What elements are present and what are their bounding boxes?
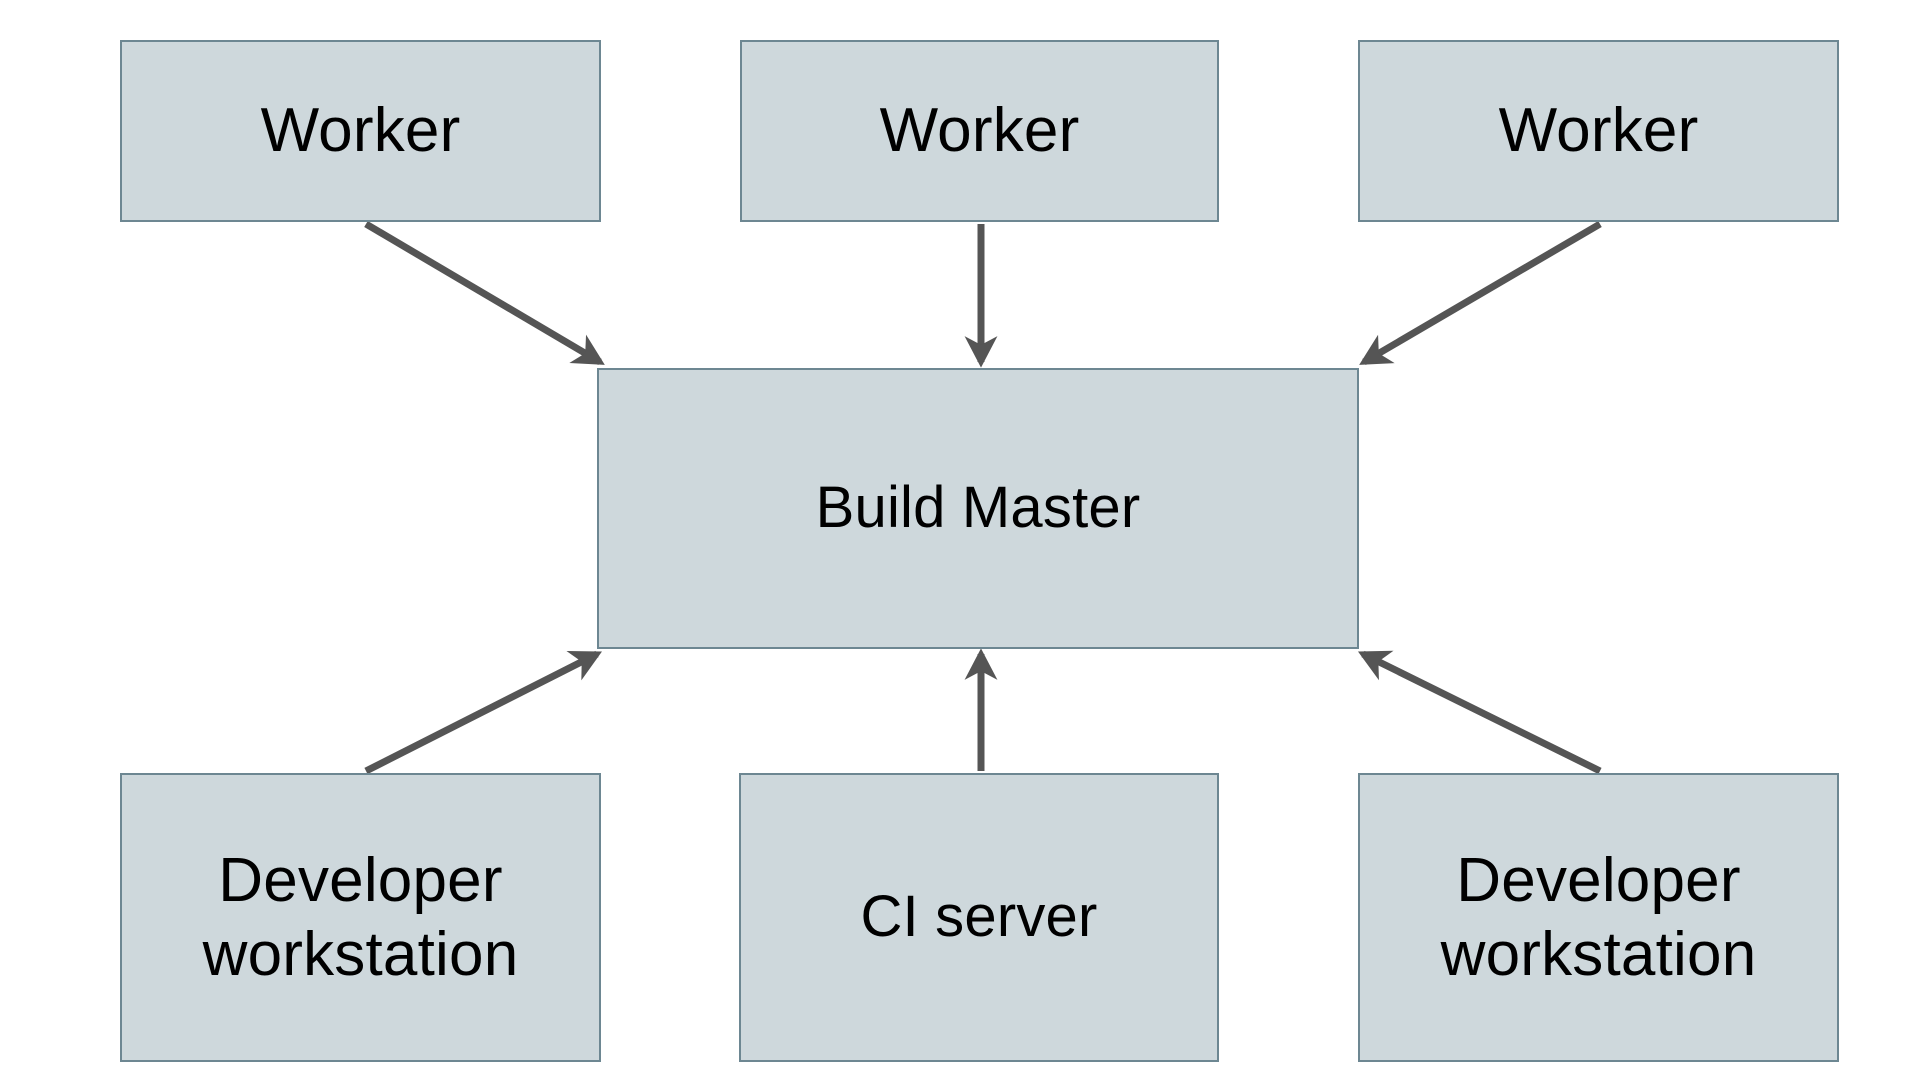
node-dev-workstation-right-label: Developer workstation — [1440, 846, 1757, 989]
node-worker-3-label: Worker — [1498, 96, 1699, 166]
node-worker-1-label: Worker — [260, 96, 461, 166]
node-build-master[interactable]: Build Master — [597, 368, 1359, 649]
node-worker-2[interactable]: Worker — [740, 40, 1219, 222]
node-worker-1[interactable]: Worker — [120, 40, 601, 222]
node-ci-server-label: CI server — [860, 884, 1098, 950]
node-dev-workstation-right[interactable]: Developer workstation — [1358, 773, 1839, 1062]
edge-dev-workstation-left-to-build-master — [364, 650, 602, 775]
node-worker-2-label: Worker — [879, 96, 1080, 166]
node-worker-3[interactable]: Worker — [1358, 40, 1839, 222]
node-ci-server[interactable]: CI server — [739, 773, 1219, 1062]
node-dev-workstation-left[interactable]: Developer workstation — [120, 773, 601, 1062]
edge-worker-3-to-build-master — [1359, 220, 1602, 366]
node-build-master-label: Build Master — [815, 475, 1141, 541]
edge-dev-workstation-right-to-build-master — [1357, 650, 1602, 775]
edge-worker-1-to-build-master — [364, 220, 605, 366]
node-dev-workstation-left-label: Developer workstation — [202, 846, 519, 989]
